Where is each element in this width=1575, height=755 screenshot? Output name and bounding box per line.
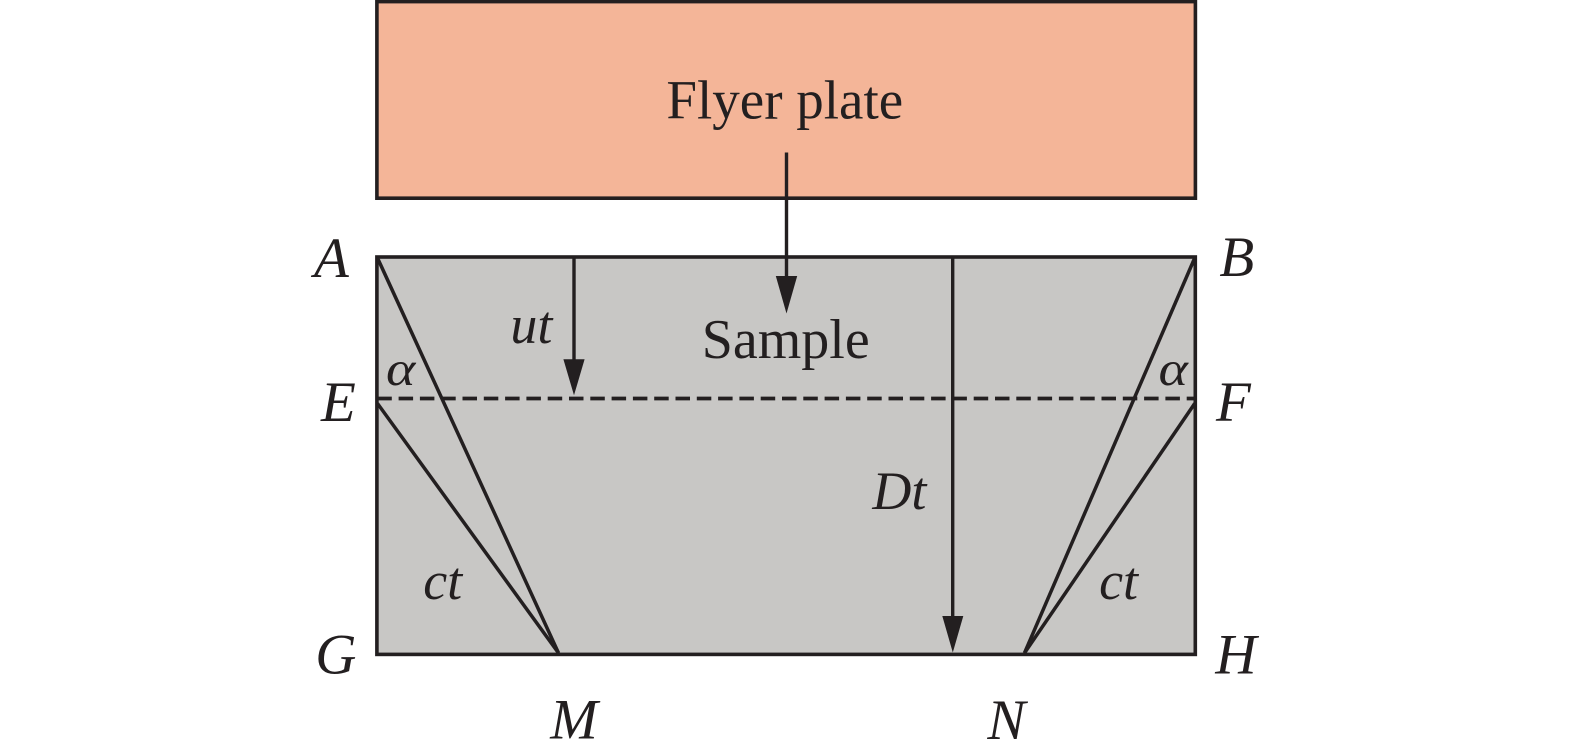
svg-text:ct: ct [1099, 551, 1140, 611]
svg-text:N: N [986, 689, 1028, 752]
svg-text:Sample: Sample [702, 309, 870, 371]
svg-text:ct: ct [423, 551, 464, 611]
svg-text:α: α [1158, 342, 1189, 396]
svg-text:ut: ut [510, 295, 554, 355]
svg-text:H: H [1214, 624, 1259, 687]
svg-text:F: F [1215, 371, 1252, 434]
svg-text:M: M [549, 688, 601, 751]
svg-text:B: B [1219, 226, 1254, 289]
svg-text:Dt: Dt [871, 461, 928, 521]
svg-text:G: G [315, 624, 356, 687]
svg-text:E: E [320, 371, 356, 434]
svg-text:α: α [386, 342, 417, 396]
svg-text:Flyer plate: Flyer plate [666, 70, 903, 131]
svg-text:A: A [310, 227, 350, 290]
